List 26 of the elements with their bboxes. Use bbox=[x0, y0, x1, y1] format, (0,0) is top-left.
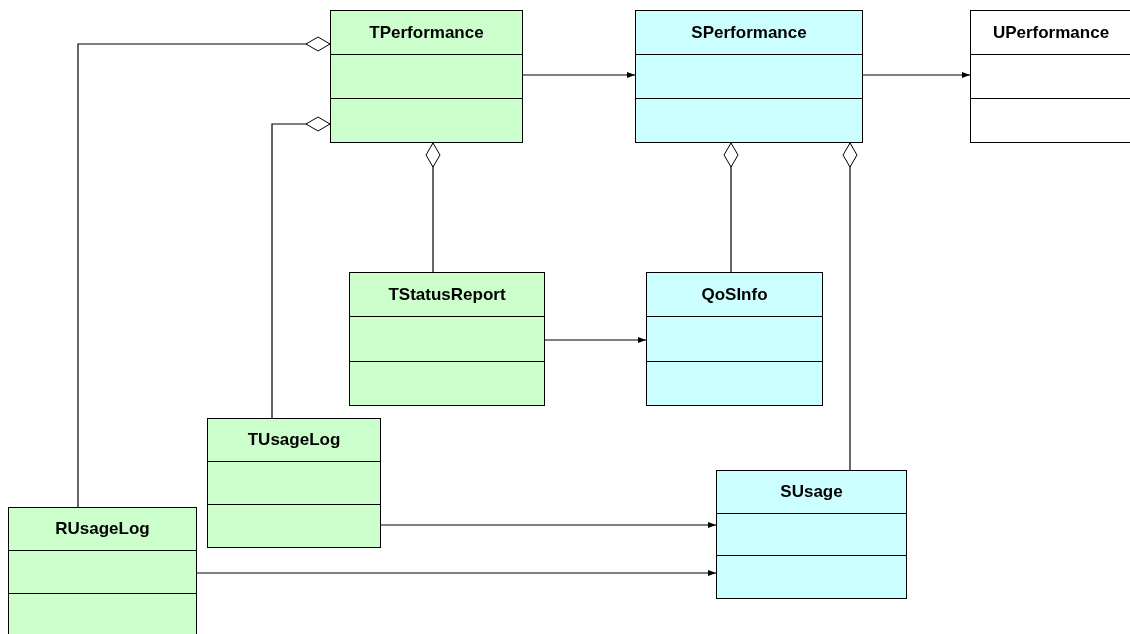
aggregation-connector bbox=[842, 142, 858, 471]
class-name: TStatusReport bbox=[388, 284, 506, 305]
class-box bbox=[349, 272, 545, 406]
aggregation-connector bbox=[425, 142, 441, 273]
class-name: SUsage bbox=[780, 481, 843, 502]
class-box bbox=[330, 10, 523, 143]
class-box bbox=[646, 272, 823, 406]
class-name: SPerformance bbox=[691, 22, 807, 43]
class-name: UPerformance bbox=[992, 22, 1110, 43]
association-arrow bbox=[196, 570, 717, 576]
class-name: QoSInfo bbox=[701, 284, 768, 305]
class-box bbox=[970, 10, 1130, 143]
class-box bbox=[635, 10, 863, 143]
association-arrow bbox=[522, 72, 636, 78]
aggregation-connector bbox=[77, 36, 331, 508]
class-name: TUsageLog bbox=[247, 430, 341, 450]
association-arrow bbox=[380, 522, 717, 528]
class-box bbox=[8, 507, 197, 634]
class-name: TPerformance bbox=[369, 22, 484, 43]
class-box bbox=[207, 418, 381, 548]
class-name: RUsageLog bbox=[55, 519, 150, 539]
class-box bbox=[716, 470, 907, 599]
aggregation-connector bbox=[723, 142, 739, 273]
association-arrow bbox=[862, 72, 971, 78]
association-arrow bbox=[544, 337, 647, 343]
aggregation-connector bbox=[271, 116, 331, 419]
